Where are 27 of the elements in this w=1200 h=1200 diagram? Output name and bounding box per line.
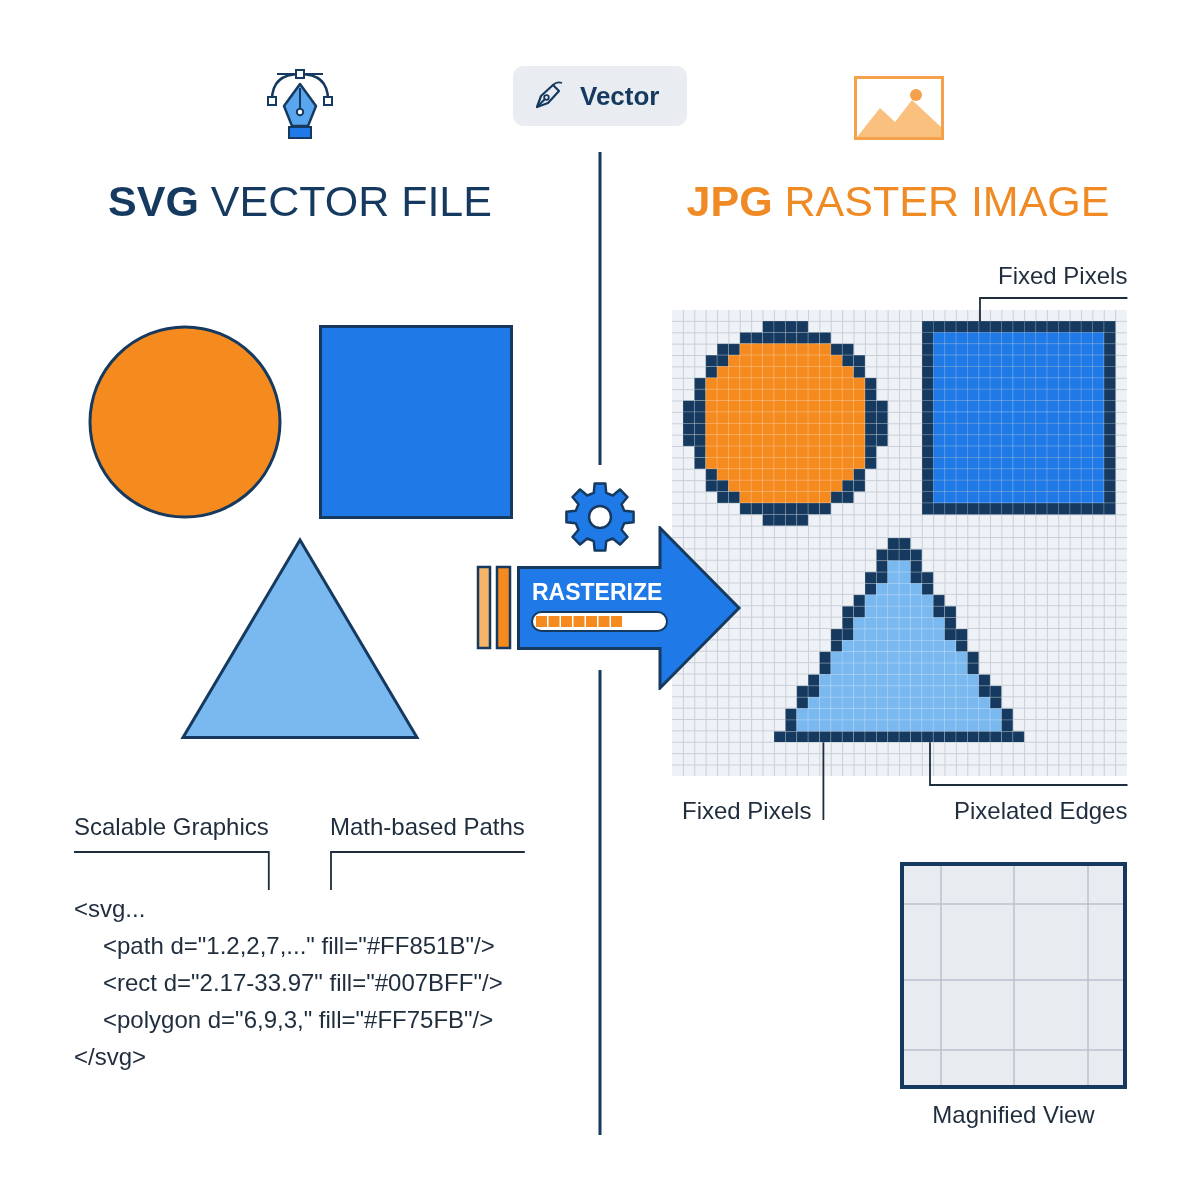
annotation-label: Pixelated Edges — [954, 785, 1128, 825]
vector-circle — [88, 325, 282, 519]
code-line: <rect d="2.17-33.97" fill="#007BFF"/> — [103, 968, 503, 998]
pixelated-circle — [683, 321, 889, 527]
annotation-label: Math-based Paths — [330, 813, 525, 852]
leader-line — [979, 297, 1129, 323]
panel-label: Magnified View — [932, 1101, 1095, 1129]
pixelated-triangle — [774, 537, 1025, 743]
arrow-label: RASTERIZE — [532, 579, 663, 605]
leader-line — [330, 851, 526, 891]
pixelated-square — [922, 321, 1116, 515]
vector-triangle — [180, 537, 420, 739]
annotation-label: Scalable Graphics — [74, 813, 269, 852]
leader-line — [929, 741, 1129, 786]
code-line: <polygon d="6,9,3," fill="#FF75FB"/> — [103, 1005, 494, 1035]
annotation-label: Fixed Pixels — [998, 262, 1128, 298]
tag-label: Vector — [580, 82, 660, 110]
code-line: <path d="1.2,2,7,..." fill="#FF851B"/> — [103, 931, 495, 961]
code-line: <svg... — [74, 894, 146, 924]
leader-line — [822, 741, 825, 821]
annotation-label: Fixed Pixels — [682, 797, 824, 825]
code-line: </svg> — [74, 1042, 147, 1072]
leader-line — [73, 851, 270, 891]
tag-chip — [513, 66, 687, 126]
heading: JPG RASTER IMAGE — [686, 176, 1110, 226]
heading: SVG VECTOR FILE — [108, 176, 492, 226]
vector-square — [319, 325, 513, 519]
